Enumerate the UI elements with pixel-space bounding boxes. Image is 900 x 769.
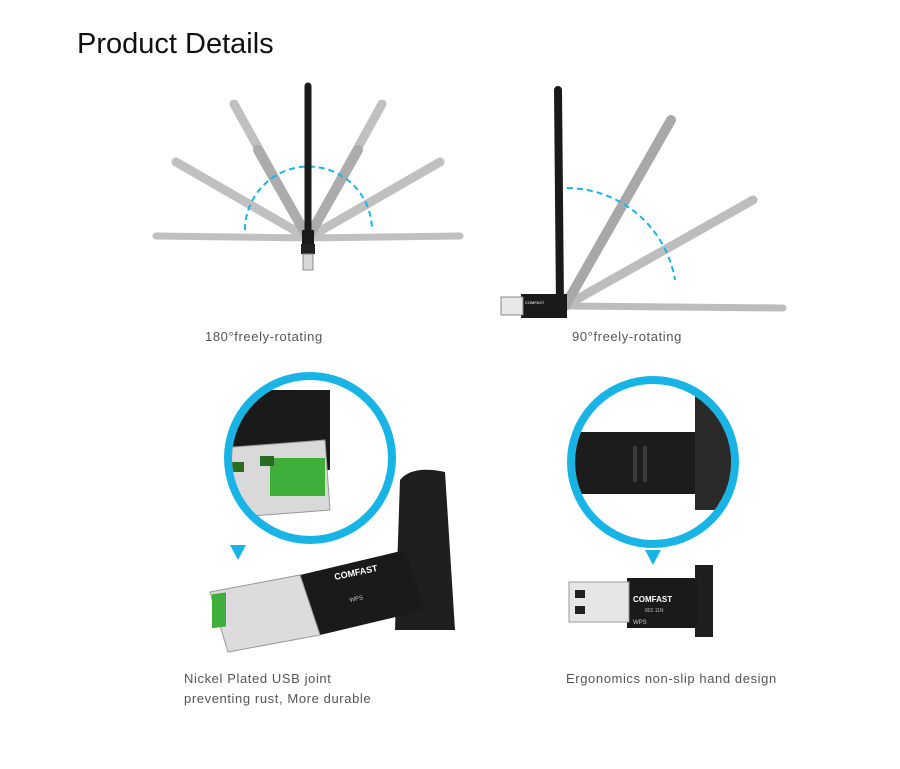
feature-caption: Ergonomics non-slip hand design	[566, 671, 777, 686]
feature-caption: 180°freely-rotating	[205, 329, 323, 344]
feature-caption: 90°freely-rotating	[572, 329, 682, 344]
feature-caption: Nickel Plated USB joint preventing rust,…	[184, 669, 371, 709]
feature-caption-line: Nickel Plated USB joint	[184, 671, 332, 686]
wps-button-label: WPS	[633, 620, 647, 626]
usb-joint-illustration: COMFAST WPS	[209, 372, 455, 653]
device-brand-text: COMFAST	[525, 300, 545, 305]
device-brand-text: COMFAST	[633, 595, 672, 604]
feature-caption-line: preventing rust, More durable	[184, 691, 372, 706]
wps-button-label: WPS	[349, 595, 364, 604]
rotation-90-illustration: COMFAST	[500, 86, 787, 318]
rotation-180-illustration	[152, 82, 464, 271]
page-title: Product Details	[77, 28, 274, 60]
device-model-text: 802.11N	[645, 608, 664, 614]
non-slip-grip-illustration: COMFAST 802.11N WPS	[567, 376, 739, 637]
